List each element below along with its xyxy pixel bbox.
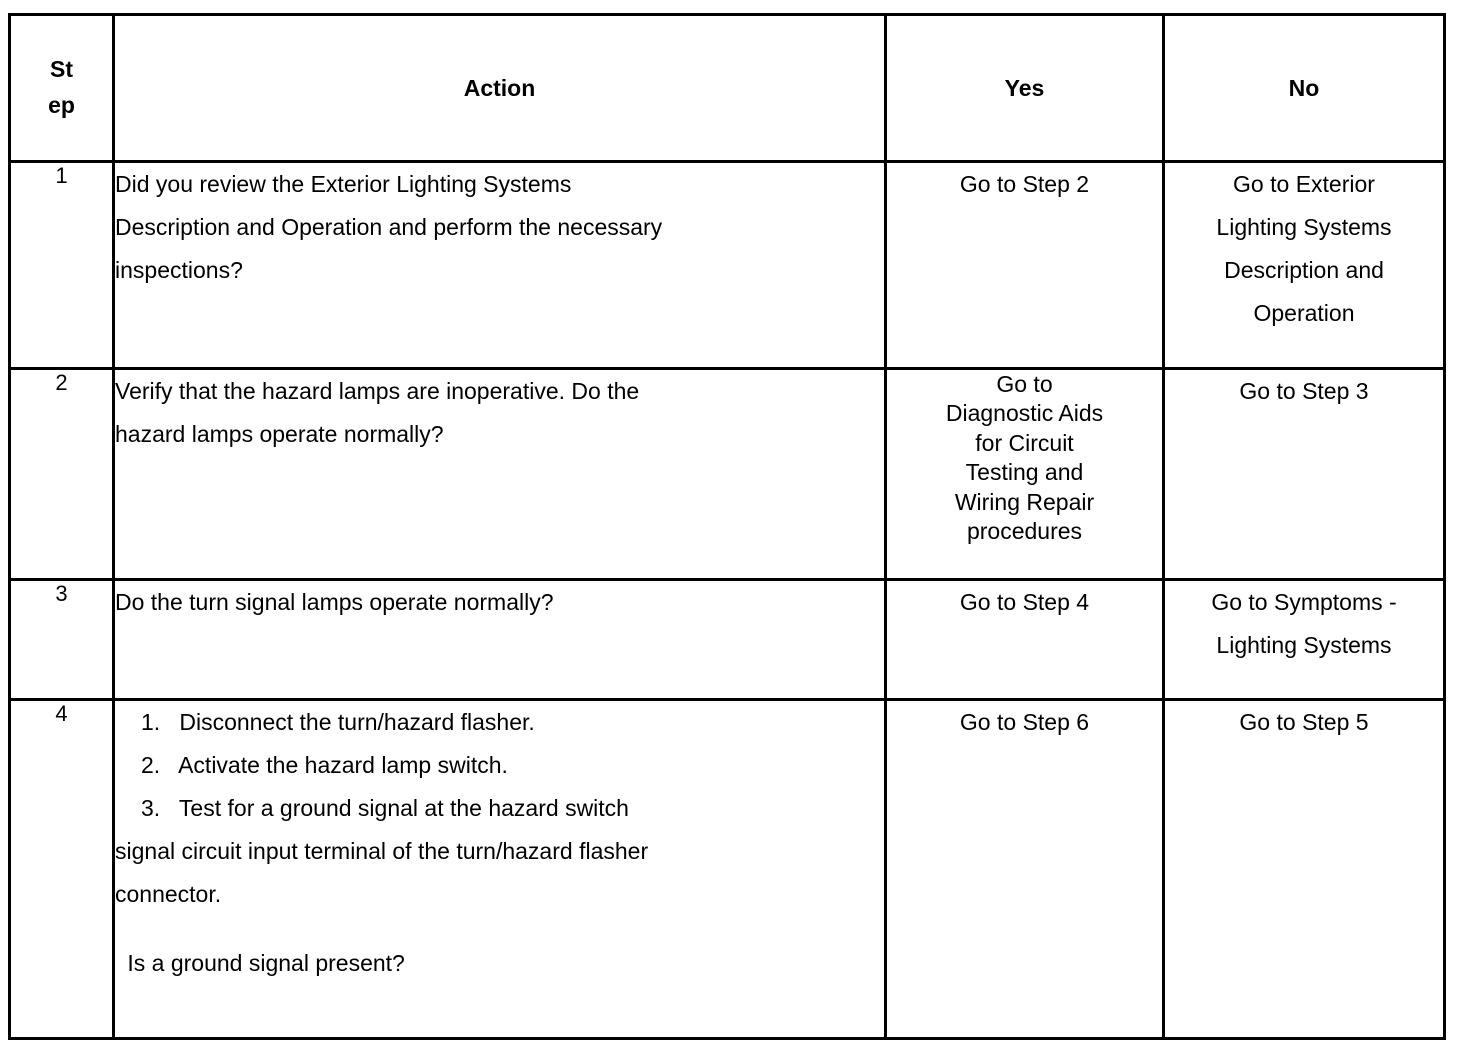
no-result-line: Lighting Systems	[1216, 214, 1392, 240]
yes-result-line: Go to	[996, 371, 1053, 397]
action-continuation-line: connector.	[115, 881, 222, 907]
column-header-yes: Yes	[884, 13, 1165, 163]
column-header-step: St ep	[8, 13, 115, 163]
yes-result-line: Go to Step 4	[959, 589, 1090, 615]
step-number: 2	[8, 367, 115, 581]
table-row: 3 Do the turn signal lamps operate norma…	[8, 578, 1446, 701]
no-result-line: Go to Step 5	[1239, 709, 1369, 735]
no-result-line: Operation	[1253, 300, 1355, 326]
no-result: Go to Exterior Lighting Systems Descript…	[1162, 160, 1446, 370]
column-header-no: No	[1162, 13, 1446, 163]
yes-result: Go to Step 6	[884, 698, 1165, 1040]
yes-result-line: Wiring Repair	[954, 488, 1095, 515]
action-line: Do the turn signal lamps operate normall…	[115, 589, 554, 615]
yes-result-line: Go to Step 6	[959, 709, 1090, 735]
yes-result-line: procedures	[966, 518, 1083, 545]
no-result-line: Lighting Systems	[1216, 632, 1392, 658]
table-row: 2 Verify that the hazard lamps are inope…	[8, 367, 1446, 581]
column-header-step-line2: ep	[48, 92, 75, 118]
action-text: Verify that the hazard lamps are inopera…	[112, 367, 887, 581]
action-line: Did you review the Exterior Lighting Sys…	[115, 171, 572, 197]
diagnostic-table: St ep Action Yes No 1 Did you review the…	[8, 13, 1446, 1040]
action-line: hazard lamps operate normally?	[115, 421, 444, 447]
no-result-line: Description and	[1224, 257, 1384, 283]
yes-result-line: Go to Step 2	[959, 171, 1090, 197]
action-spacer	[115, 916, 884, 942]
action-numbered-item: 2. Activate the hazard lamp switch.	[141, 752, 508, 778]
yes-result: Go to Step 4	[884, 578, 1165, 701]
yes-result: Go to Step 2	[884, 160, 1165, 370]
action-numbered-item: 1. Disconnect the turn/hazard flasher.	[141, 709, 535, 735]
no-result: Go to Step 3	[1162, 367, 1446, 581]
action-continuation-line: signal circuit input terminal of the tur…	[115, 838, 649, 864]
action-line: Description and Operation and perform th…	[115, 214, 663, 240]
column-header-action: Action	[112, 13, 887, 163]
action-numbered-item: 3. Test for a ground signal at the hazar…	[141, 795, 629, 821]
step-number: 1	[8, 160, 115, 370]
no-result: Go to Step 5	[1162, 698, 1446, 1040]
no-result-line: Go to Symptoms -	[1211, 589, 1397, 615]
action-question-line: Is a ground signal present?	[121, 950, 405, 976]
table-header-row: St ep Action Yes No	[8, 13, 1446, 163]
step-number: 4	[8, 698, 115, 1040]
table-row: 1 Did you review the Exterior Lighting S…	[8, 160, 1446, 370]
no-result-line: Go to Step 3	[1239, 378, 1369, 404]
yes-result-line: for Circuit	[975, 429, 1074, 456]
column-header-step-line1: St	[50, 56, 73, 83]
no-result: Go to Symptoms - Lighting Systems	[1162, 578, 1446, 701]
action-text: Did you review the Exterior Lighting Sys…	[112, 160, 887, 370]
action-line: Verify that the hazard lamps are inopera…	[115, 378, 640, 404]
action-line: inspections?	[115, 257, 243, 283]
yes-result-line: Testing and	[965, 459, 1084, 486]
yes-result-line: Diagnostic Aids	[945, 400, 1104, 427]
step-number: 3	[8, 578, 115, 701]
no-result-line: Go to Exterior	[1233, 171, 1375, 197]
action-text: 1. Disconnect the turn/hazard flasher. 2…	[112, 698, 887, 1040]
action-text: Do the turn signal lamps operate normall…	[112, 578, 887, 701]
table-row: 4 1. Disconnect the turn/hazard flasher.…	[8, 698, 1446, 1040]
yes-result: Go to Diagnostic Aids for Circuit Testin…	[884, 367, 1165, 581]
